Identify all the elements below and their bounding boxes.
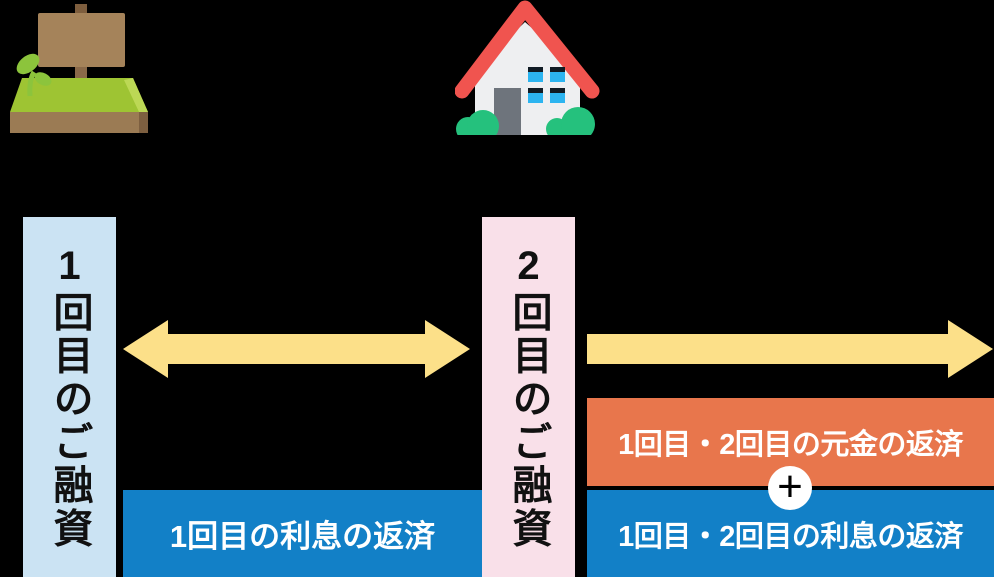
double-headed-arrow bbox=[123, 320, 470, 378]
loan2-bar: 2回目のご融資 bbox=[482, 217, 575, 577]
loan1-bar-label: 1回目のご融資 bbox=[47, 243, 92, 551]
loan2-bar-label: 2回目のご融資 bbox=[506, 243, 551, 551]
house-roof bbox=[455, 0, 600, 99]
principal12-repayment-label: 1回目・2回目の元金の返済 bbox=[618, 429, 963, 461]
soil-base bbox=[10, 112, 148, 133]
grass-top bbox=[10, 78, 148, 112]
loan1-bar: 1回目のご融資 bbox=[23, 217, 116, 577]
interest12-repayment-label: 1回目・2回目の利息の返済 bbox=[618, 520, 963, 553]
sprout-icon bbox=[16, 53, 52, 97]
right-arrow bbox=[587, 320, 993, 378]
principal12-repayment-box: 1回目・2回目の元金の返済 bbox=[587, 398, 994, 486]
house-icon bbox=[455, 0, 600, 135]
house-windows bbox=[528, 67, 565, 103]
bushes-icon bbox=[456, 107, 595, 135]
plus-symbol: + bbox=[777, 461, 803, 511]
land-plot-icon bbox=[10, 4, 148, 133]
plus-icon: + bbox=[768, 461, 812, 511]
sign-panel bbox=[38, 13, 125, 67]
interest1-repayment-label: 1回目の利息の返済 bbox=[169, 519, 436, 554]
interest1-repayment-box: 1回目の利息の返済 bbox=[123, 490, 482, 577]
